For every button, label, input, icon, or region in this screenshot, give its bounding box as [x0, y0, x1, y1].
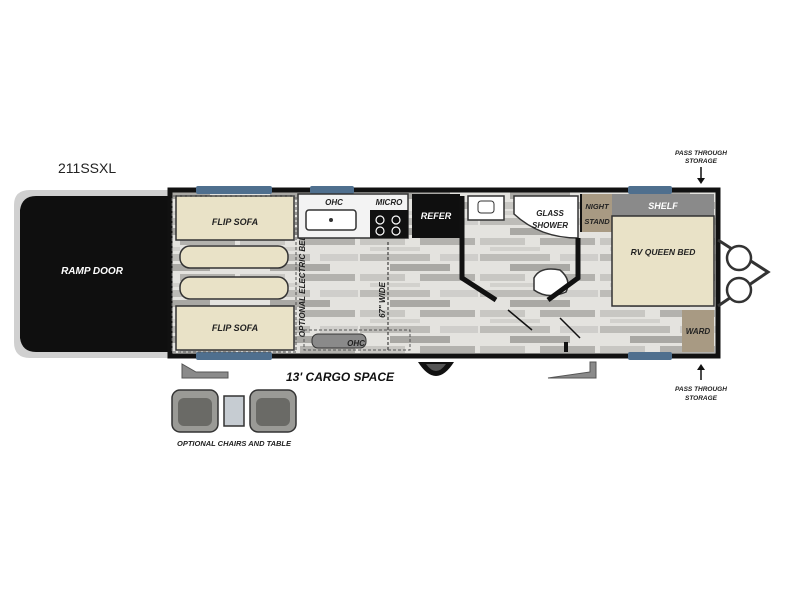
window: [196, 352, 272, 360]
bathroom: GLASS SHOWER: [459, 195, 581, 352]
ramp-door: RAMP DOOR: [14, 190, 170, 358]
ohc-bottom-label: OHC: [347, 339, 365, 348]
storage-label: STORAGE: [685, 158, 718, 165]
propane-tank: [725, 244, 753, 272]
queen-bed: [611, 215, 715, 307]
model-name: 211SSXL: [58, 160, 117, 176]
micro-label: MICRO: [376, 198, 403, 207]
arrow-up-icon: [697, 364, 705, 370]
pass-through-storage-bottom: PASS THROUGH STORAGE: [675, 364, 727, 402]
flip-sofa-label: FLIP SOFA: [212, 217, 258, 227]
window: [310, 186, 354, 194]
chair-seat: [256, 398, 290, 426]
ohc-top-label: OHC: [325, 198, 343, 207]
shelf: [612, 194, 714, 216]
cushion: [179, 276, 289, 300]
night-stand: [582, 194, 612, 232]
arrow-down-icon: [697, 178, 705, 184]
ward-label: WARD: [686, 327, 711, 336]
width-dimension: 67" WIDE: [378, 242, 389, 350]
optional-chairs-label: OPTIONAL CHAIRS AND TABLE: [177, 439, 292, 448]
refer-label: REFER: [421, 211, 452, 221]
entry-step: [181, 361, 597, 379]
shelf-label: SHELF: [648, 201, 678, 211]
kitchen: OHC MICRO: [297, 193, 409, 239]
storage-label: PASS THROUGH: [675, 386, 727, 393]
ramp-door-label: RAMP DOOR: [61, 266, 124, 277]
optional-chairs-table: OPTIONAL CHAIRS AND TABLE: [171, 389, 297, 448]
chair-seat: [178, 398, 212, 426]
window: [196, 186, 272, 194]
wheel-well: [418, 362, 454, 376]
window: [628, 352, 672, 360]
storage-label: PASS THROUGH: [675, 150, 727, 157]
width-label: 67" WIDE: [378, 281, 387, 317]
cushion: [179, 245, 289, 269]
windows: [196, 186, 672, 360]
pass-through-storage-top: PASS THROUGH STORAGE: [675, 150, 727, 184]
sofa-area: FLIP SOFA FLIP SOFA OPTIONAL ELECTRIC BE…: [171, 195, 307, 353]
wardrobe: [682, 310, 714, 352]
propane-tank: [725, 276, 753, 304]
night-stand-label: NIGHT: [585, 202, 610, 211]
bedroom: NIGHT STAND SHELF RV QUEEN BED WARD: [580, 194, 715, 352]
night-stand-label: STAND: [584, 217, 610, 226]
glass-shower: [513, 195, 579, 239]
optional-bed-label: OPTIONAL ELECTRIC BED: [298, 235, 307, 338]
glass-shower-label: GLASS: [536, 209, 564, 218]
hitch: [717, 238, 771, 308]
flip-sofa-label: FLIP SOFA: [212, 323, 258, 333]
table: [223, 395, 245, 427]
bed-label: RV QUEEN BED: [631, 247, 696, 257]
stove: [370, 210, 408, 238]
glass-shower-label: SHOWER: [532, 221, 568, 230]
storage-label: STORAGE: [685, 395, 718, 402]
cargo-space-label: 13' CARGO SPACE: [286, 370, 395, 384]
window: [628, 186, 672, 194]
ohc-bottom: OHC: [303, 329, 411, 351]
refrigerator: REFER: [412, 194, 460, 238]
flip-sofa-bottom: [175, 305, 295, 351]
